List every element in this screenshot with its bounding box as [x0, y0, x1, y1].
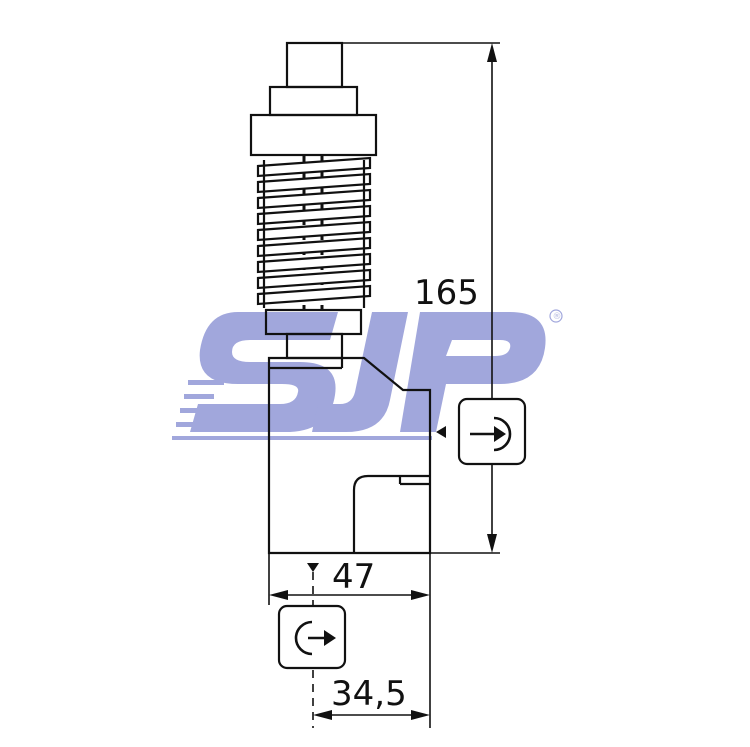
- watermark-letter-j: [312, 312, 408, 432]
- offset-dimension: [313, 710, 430, 720]
- offset-dimension-label: 34,5: [331, 674, 407, 714]
- watermark-letter-s: [190, 312, 338, 432]
- bottom-cable-entry: [352, 474, 430, 553]
- housing-body: [267, 356, 432, 555]
- height-dimension-label: 165: [414, 273, 479, 313]
- watermark-registered-mark: ®: [553, 312, 562, 322]
- plunger-collar: [268, 85, 359, 117]
- limit-switch-outline: [249, 41, 432, 555]
- bottom-entry-arrow: [307, 563, 319, 572]
- watermark-letter-p: [400, 312, 546, 432]
- width-dimension: [268, 553, 431, 728]
- cable-entry-side-icon: [457, 397, 527, 466]
- width-dimension-label: 47: [332, 557, 375, 597]
- side-entry-arrow: [436, 426, 446, 438]
- cable-entry-bottom-icon: [277, 604, 347, 670]
- watermark-logo: ®: [172, 309, 563, 440]
- spring-coils: [256, 156, 372, 306]
- plunger-flange: [249, 113, 378, 157]
- plunger-cap: [285, 41, 344, 89]
